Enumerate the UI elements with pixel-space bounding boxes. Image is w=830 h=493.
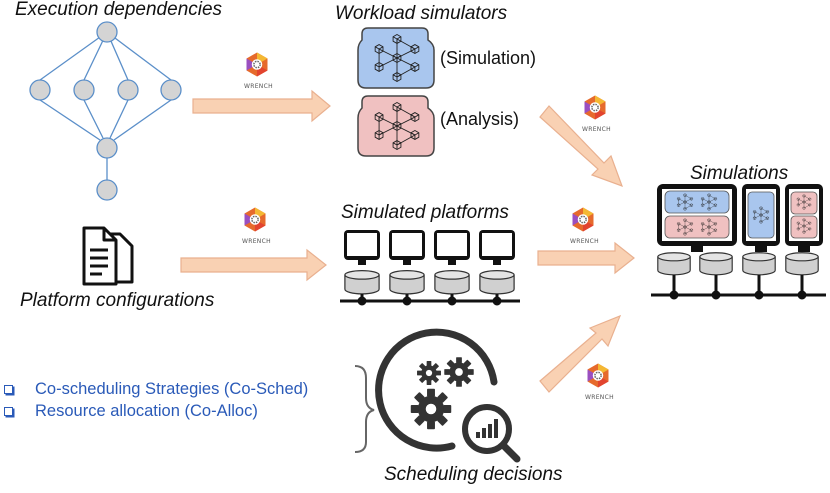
checkbox-bullet-icon xyxy=(4,384,13,394)
workload-simulators-label: Workload simulators xyxy=(335,3,508,24)
wrench-label-5: WRENCH xyxy=(585,394,614,401)
storage-disk-icon xyxy=(742,252,776,276)
execution-dependencies-label: Execution dependencies xyxy=(15,0,223,20)
arrow-scheduling-to-simulations xyxy=(539,314,622,393)
wrench-label-2: WRENCH xyxy=(242,238,271,245)
list-item: Co-scheduling Strategies (Co-Sched) xyxy=(2,378,308,400)
gears-magnifier-icon xyxy=(375,328,521,463)
arrow-dag-to-workload xyxy=(192,89,331,123)
platform-configurations-label: Platform configurations xyxy=(20,290,215,311)
strategy-list: Co-scheduling Strategies (Co-Sched) Reso… xyxy=(2,378,308,422)
scheduling-decisions-label: Scheduling decisions xyxy=(384,464,563,485)
simulations-composite xyxy=(651,184,826,300)
wrench-logo-icon-2: WRENCH xyxy=(242,206,271,245)
strategy-label: Co-scheduling Strategies (Co-Sched) xyxy=(35,379,309,398)
monitor-icon xyxy=(389,230,425,265)
wrench-logo-icon-4: WRENCH xyxy=(570,206,599,245)
document-stack-icon xyxy=(82,226,134,286)
analysis-label: (Analysis) xyxy=(440,109,520,129)
monitor-icon xyxy=(479,230,515,265)
wrench-label-1: WRENCH xyxy=(244,83,273,90)
arrow-platforms-to-simulations xyxy=(537,241,635,275)
storage-disk-icon xyxy=(389,270,425,295)
flow-arrows xyxy=(180,89,635,393)
storage-disk-icon xyxy=(434,270,470,295)
simulated-platform-cluster xyxy=(340,230,520,306)
storage-disk-icon xyxy=(699,252,733,276)
storage-disk-icon xyxy=(344,270,380,295)
arrow-workload-to-simulations xyxy=(539,105,624,188)
storage-disk-icon xyxy=(785,252,819,276)
dag-nodes xyxy=(29,21,182,201)
monitor-icon xyxy=(344,230,380,265)
simulated-platforms-label: Simulated platforms xyxy=(341,202,509,223)
monitor-icon xyxy=(434,230,470,265)
simulations-label: Simulations xyxy=(690,163,789,184)
list-item: Resource allocation (Co-Alloc) xyxy=(2,400,308,422)
analysis-panel xyxy=(357,95,435,157)
checkbox-bullet-icon xyxy=(4,406,13,416)
curly-brace xyxy=(354,365,375,453)
wrench-logo-icon-1: WRENCH xyxy=(244,51,273,90)
wrench-logo-icon-3: WRENCH xyxy=(582,94,611,133)
simulation-panel xyxy=(357,27,435,89)
storage-disk-icon xyxy=(657,252,691,276)
strategy-label: Resource allocation (Co-Alloc) xyxy=(35,401,258,420)
wrench-logo-icon-5: WRENCH xyxy=(585,362,614,401)
wrench-label-4: WRENCH xyxy=(570,238,599,245)
wrench-label-3: WRENCH xyxy=(582,126,611,133)
simulation-label: (Simulation) xyxy=(440,48,537,68)
storage-disk-icon xyxy=(479,270,515,295)
arrow-configs-to-platforms xyxy=(180,248,327,282)
